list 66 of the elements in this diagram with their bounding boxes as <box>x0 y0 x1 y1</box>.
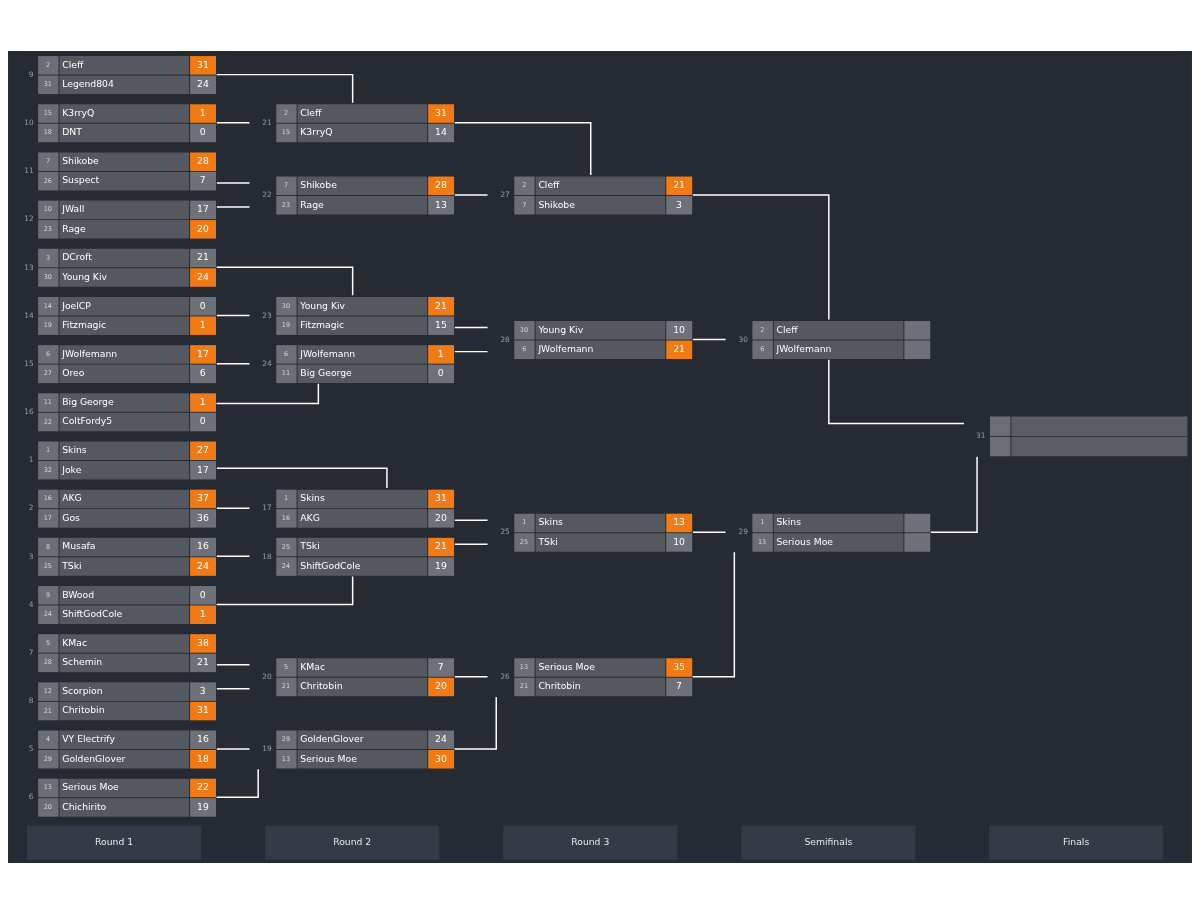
node-label: 3 <box>28 551 34 561</box>
node-label: 6 <box>28 792 34 802</box>
connector <box>216 122 251 124</box>
connector <box>828 359 965 425</box>
connector <box>216 467 388 489</box>
connector <box>930 456 978 533</box>
node-label: 27 <box>500 190 510 200</box>
node-label: 4 <box>28 599 34 609</box>
connector <box>215 383 320 405</box>
node-label: 13 <box>24 262 34 272</box>
label: Finals <box>1063 835 1090 847</box>
connector <box>215 575 354 606</box>
connector <box>454 543 489 546</box>
node-label: 28 <box>500 334 510 344</box>
connector <box>216 688 251 690</box>
node-label: 29 <box>738 527 748 537</box>
node-label: 8 <box>28 696 34 706</box>
node-label: 19 <box>262 744 272 754</box>
connector <box>216 206 251 208</box>
connector <box>216 362 251 365</box>
connector <box>454 350 489 353</box>
connector <box>216 182 251 184</box>
node-label: 16 <box>24 407 34 417</box>
label: Round 3 <box>571 835 610 847</box>
node-label: 7 <box>28 647 34 657</box>
connector <box>453 696 497 750</box>
node-label: 17 <box>262 503 272 513</box>
node-label: 21 <box>262 118 272 128</box>
node-label: 14 <box>24 310 34 320</box>
node-label: 23 <box>262 310 272 320</box>
connector <box>216 664 251 666</box>
node-label: 10 <box>24 118 34 128</box>
node-label: 20 <box>262 672 272 682</box>
node-label: 24 <box>262 358 272 368</box>
node-label: 5 <box>28 744 34 754</box>
connector <box>454 122 592 176</box>
label: Round 1 <box>95 835 134 847</box>
connector <box>215 768 259 798</box>
node-label: 9 <box>28 69 34 79</box>
node-label: 18 <box>262 551 272 561</box>
connector <box>454 676 489 678</box>
connector <box>215 266 354 297</box>
node-label: 31 <box>976 431 986 441</box>
node-label: 1 <box>28 455 34 465</box>
connector <box>216 314 251 317</box>
connector <box>454 194 489 196</box>
node-label: 30 <box>738 334 748 344</box>
node-label: 2 <box>28 503 34 513</box>
connector <box>692 338 727 341</box>
connector <box>216 507 251 509</box>
node-label: 22 <box>262 190 272 200</box>
node-label: 11 <box>24 166 34 176</box>
connector <box>691 551 736 678</box>
connector <box>216 555 251 558</box>
label: Round 2 <box>333 835 372 847</box>
node-label: 26 <box>500 672 510 682</box>
connector <box>215 73 354 104</box>
connector <box>216 748 251 750</box>
connector <box>692 194 830 321</box>
connector <box>454 326 489 329</box>
node-label: 25 <box>500 527 510 537</box>
node-label: 12 <box>24 214 34 224</box>
connector <box>454 519 489 521</box>
label: Semifinals <box>804 835 853 847</box>
node-label: 15 <box>24 358 34 368</box>
connector <box>692 531 727 533</box>
